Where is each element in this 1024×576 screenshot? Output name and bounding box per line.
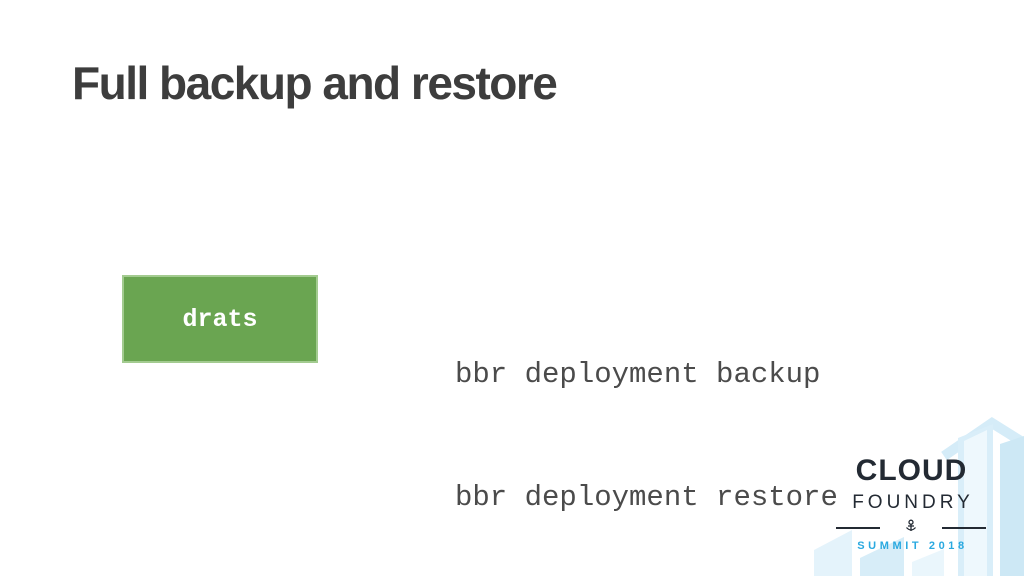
logo-cloud-wordmark: CLOUD	[855, 454, 968, 487]
divider-rule-left	[836, 527, 880, 529]
anchor-icon	[904, 519, 918, 538]
drats-box: drats	[122, 275, 318, 363]
logo-foundry-wordmark: FOUNDRY	[852, 492, 974, 513]
cloud-foundry-summit-logo: CLOUD FOUNDRY SUMMIT 2018	[814, 410, 1024, 576]
code-line-restore: bbr deployment restore	[455, 481, 838, 514]
logo-summit-year: SUMMIT 2018	[857, 540, 968, 552]
slide-title: Full backup and restore	[72, 57, 558, 109]
logo-text-block: CLOUD FOUNDRY SUMMIT 2018	[836, 410, 986, 552]
divider-rule-right	[942, 527, 986, 529]
code-snippet: bbr deployment backup bbr deployment res…	[455, 272, 838, 576]
skyline-background-graphic	[814, 417, 1024, 576]
logo-divider	[836, 519, 986, 538]
code-line-backup: bbr deployment backup	[455, 358, 821, 391]
drats-box-label: drats	[182, 304, 258, 334]
